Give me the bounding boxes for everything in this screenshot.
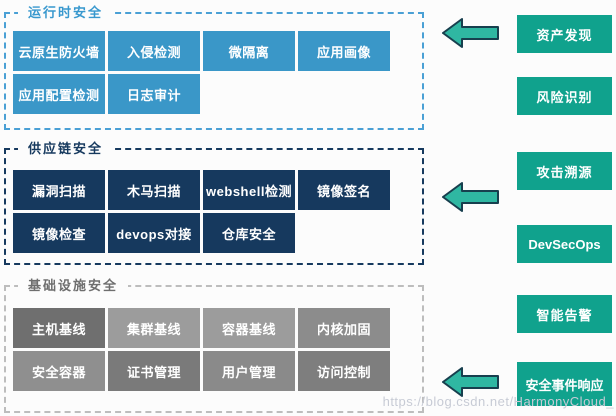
capability-box-secure-container: 安全容器	[13, 351, 105, 391]
section-runtime-title: 运行时安全	[18, 4, 114, 22]
right-box-asset-discovery: 资产发现	[517, 15, 612, 53]
capability-box-access-control: 访问控制	[298, 351, 390, 391]
capability-box-registry-security: 仓库安全	[203, 213, 295, 253]
capability-box-micro-segmentation: 微隔离	[203, 31, 295, 71]
capability-box-cert-management: 证书管理	[108, 351, 200, 391]
section-supply-title: 供应链安全	[18, 140, 114, 158]
capability-box-host-baseline: 主机基线	[13, 308, 105, 348]
right-box-incident-response: 安全事件响应	[517, 362, 612, 406]
capability-box-cluster-baseline: 集群基线	[108, 308, 200, 348]
section-infrastructure-security: 基础设施安全 主机基线 集群基线 容器基线 内核加固 安全容器 证书管理 用户管…	[4, 277, 424, 413]
infra-box-grid: 主机基线 集群基线 容器基线 内核加固 安全容器 证书管理 用户管理 访问控制	[13, 308, 396, 391]
capability-box-vuln-scan: 漏洞扫描	[13, 170, 105, 210]
capability-box-app-config-check: 应用配置检测	[13, 74, 105, 114]
capability-box-intrusion-detection: 入侵检测	[108, 31, 200, 71]
right-box-risk-identification: 风险识别	[517, 77, 612, 115]
capability-box-app-profiling: 应用画像	[298, 31, 390, 71]
arrow-left-icon	[442, 17, 500, 50]
capability-box-log-audit: 日志审计	[108, 74, 200, 114]
section-infra-title: 基础设施安全	[18, 277, 129, 295]
capability-box-image-signing: 镜像签名	[298, 170, 390, 210]
arrow-left-icon	[442, 181, 500, 214]
watermark-text: https://blog.csdn.net/HarmonyCloud_	[382, 394, 614, 409]
capability-box-devops-integration: devops对接	[108, 213, 200, 253]
section-runtime-security: 运行时安全 云原生防火墙 入侵检测 微隔离 应用画像 应用配置检测 日志审计	[4, 4, 424, 130]
capability-box-image-inspection: 镜像检查	[13, 213, 105, 253]
capability-box-user-management: 用户管理	[203, 351, 295, 391]
right-box-smart-alerting: 智能告警	[517, 295, 612, 333]
section-supply-chain-security: 供应链安全 漏洞扫描 木马扫描 webshell检测 镜像签名 镜像检查 dev…	[4, 140, 424, 265]
capability-box-cloud-native-firewall: 云原生防火墙	[13, 31, 105, 71]
arrow-left-icon	[442, 366, 500, 399]
capability-box-kernel-hardening: 内核加固	[298, 308, 390, 348]
capability-box-container-baseline: 容器基线	[203, 308, 295, 348]
capability-box-trojan-scan: 木马扫描	[108, 170, 200, 210]
right-box-devsecops: DevSecOps	[517, 225, 612, 263]
right-box-attack-tracing: 攻击溯源	[517, 152, 612, 190]
supply-box-grid: 漏洞扫描 木马扫描 webshell检测 镜像签名 镜像检查 devops对接 …	[13, 170, 396, 253]
capability-box-webshell-detect: webshell检测	[203, 170, 295, 210]
runtime-box-grid: 云原生防火墙 入侵检测 微隔离 应用画像 应用配置检测 日志审计	[13, 31, 396, 114]
